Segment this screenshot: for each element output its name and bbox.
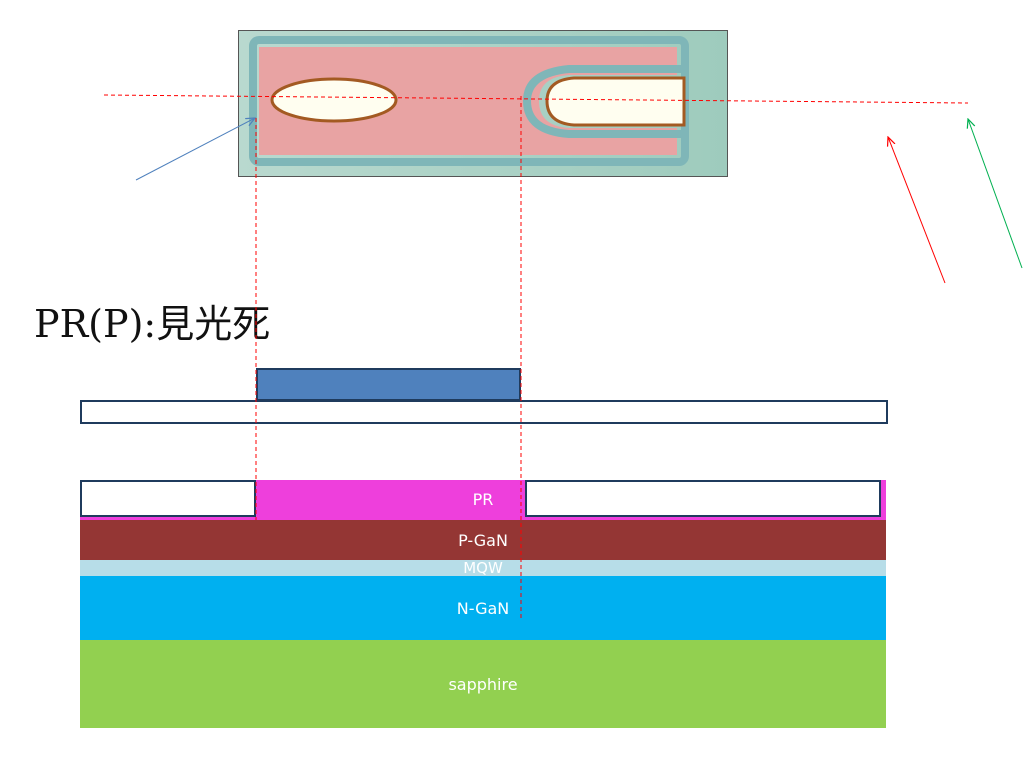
mqw-layer: MQW (80, 559, 886, 577)
pr-label: PR (472, 490, 494, 509)
micrograph-image (238, 30, 728, 177)
mask-chrome-block (256, 368, 521, 401)
slide-title: PR(P):見光死 (34, 302, 271, 346)
mqw-label: MQW (463, 559, 503, 577)
sapphire-label: sapphire (448, 674, 518, 694)
micrograph-drawing (239, 31, 727, 176)
sapphire-layer: sapphire (80, 640, 886, 728)
pgan-label: P-GaN (458, 530, 508, 550)
ngan-label: N-GaN (456, 598, 510, 618)
green-arrow (968, 119, 1023, 269)
mask-plate (80, 400, 888, 424)
left-opening (270, 77, 398, 123)
pgan-layer: P-GaN (80, 520, 886, 560)
red-arrow (888, 137, 946, 284)
ngan-layer: N-GaN (80, 576, 886, 640)
pr-removed-right (525, 480, 881, 517)
right-opening (545, 76, 686, 127)
pr-removed-left (80, 480, 256, 517)
